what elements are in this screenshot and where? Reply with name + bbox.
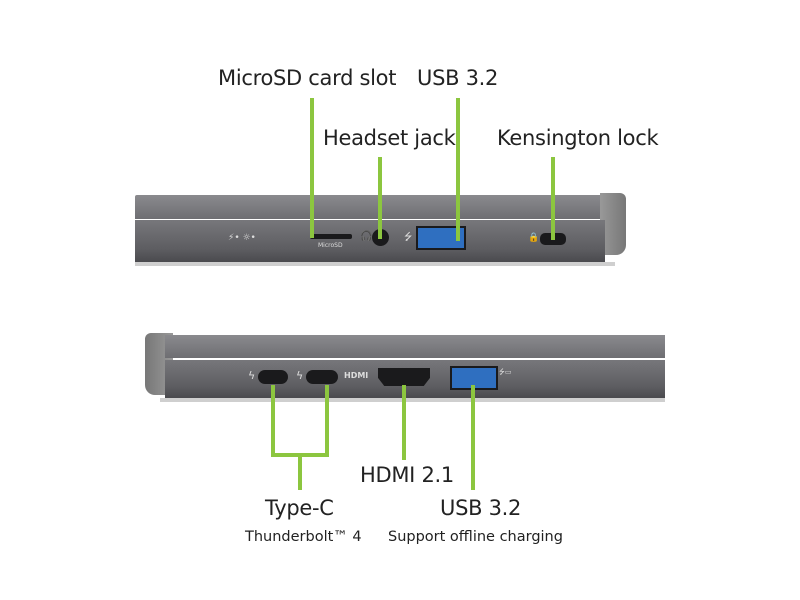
callout-line-kensington bbox=[551, 157, 555, 240]
label-usb-sub: Support offline charging bbox=[388, 529, 563, 545]
hdmi-port bbox=[378, 368, 430, 386]
callout-line-headset bbox=[378, 157, 382, 239]
label-microsd: MicroSD card slot bbox=[218, 66, 397, 90]
callout-line-typec-stem bbox=[298, 455, 302, 490]
label-usb-top: USB 3.2 bbox=[417, 66, 499, 90]
callout-line-usb bbox=[456, 98, 460, 241]
headset-icon: 🎧 bbox=[360, 231, 373, 242]
typec-port-1 bbox=[258, 370, 288, 384]
status-led-icons: ⚡• ☼• bbox=[228, 233, 256, 243]
label-typec-sub: Thunderbolt™ 4 bbox=[245, 529, 362, 545]
label-hdmi: HDMI 2.1 bbox=[360, 463, 454, 487]
microsd-slot bbox=[310, 234, 352, 239]
callout-line-typec-1 bbox=[271, 385, 275, 457]
label-headset: Headset jack bbox=[323, 126, 456, 150]
lid bbox=[135, 195, 605, 219]
callout-line-typec-2 bbox=[325, 385, 329, 457]
callout-line-microsd bbox=[310, 98, 314, 238]
shadow bbox=[135, 262, 615, 266]
lock-icon: 🔒 bbox=[528, 233, 540, 243]
lid bbox=[165, 335, 665, 358]
usb-charging-icon: ⭍▭ bbox=[499, 368, 512, 376]
thunderbolt-icon: ϟ bbox=[248, 369, 256, 382]
hdmi-engraving: HDMI bbox=[344, 371, 369, 380]
label-kensington: Kensington lock bbox=[497, 126, 659, 150]
usb-icon: ⭍ bbox=[404, 232, 413, 243]
base bbox=[135, 220, 605, 262]
callout-line-hdmi bbox=[402, 385, 406, 460]
label-usb-bottom: USB 3.2 bbox=[440, 496, 522, 520]
thunderbolt-icon: ϟ bbox=[296, 369, 304, 382]
label-typec: Type-C bbox=[265, 496, 334, 520]
shadow bbox=[160, 398, 665, 402]
microsd-engraving: MicroSD bbox=[318, 242, 343, 249]
callout-line-usb-bottom bbox=[471, 385, 475, 490]
typec-port-2 bbox=[306, 370, 338, 384]
